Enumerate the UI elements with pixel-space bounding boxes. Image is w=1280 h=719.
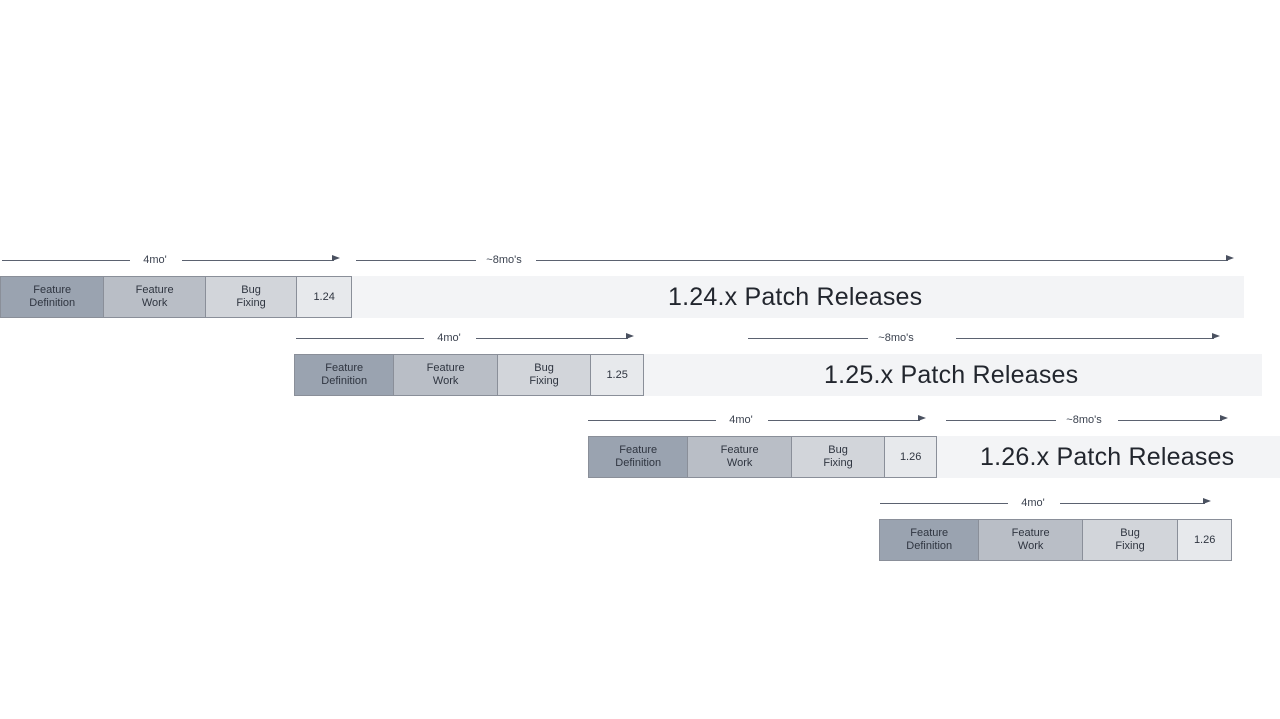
phase-label-line2: Work: [141, 297, 168, 309]
phase-feature-work[interactable]: Feature Work: [394, 355, 498, 395]
rail-segment-left: [588, 420, 716, 421]
phase-label-line1: Feature: [619, 444, 658, 456]
phase-feature-definition[interactable]: Feature Definition: [1, 277, 105, 317]
phase-bug-fixing[interactable]: Bug Fixing: [497, 355, 592, 395]
phase-feature-work[interactable]: Feature Work: [688, 437, 792, 477]
release-row-124: 4mo' ~8mo's 1.24.x Patch Releases Featur…: [0, 252, 1280, 322]
version-label: 1.26: [899, 450, 922, 463]
phase-label-line2: Work: [1017, 540, 1044, 552]
arrow-head-icon: [1203, 498, 1211, 504]
rail-segment-right: [768, 420, 920, 421]
dev-duration-label: 4mo': [437, 332, 461, 344]
patch-duration-rail-126: ~8mo's: [946, 412, 1238, 428]
phase-strip-127: Feature Definition Feature Work Bug Fixi…: [879, 519, 1232, 561]
patch-duration-label: ~8mo's: [486, 254, 522, 266]
phase-label-line2: Definition: [906, 540, 953, 552]
version-label: 1.25: [606, 368, 628, 381]
phase-label-line2: Definition: [321, 375, 368, 387]
rail-segment-left: [946, 420, 1056, 421]
rail-segment-right: [956, 338, 1214, 339]
release-row-126: 4mo' ~8mo's 1.26.x Patch Releases Featur…: [0, 412, 1280, 482]
dev-duration-label: 4mo': [143, 254, 167, 266]
rail-segment-left: [748, 338, 868, 339]
patch-duration-label: ~8mo's: [878, 332, 914, 344]
phase-label-line1: Feature: [135, 284, 174, 296]
dev-duration-rail-126: 4mo': [588, 412, 928, 428]
phase-label-line1: Feature: [910, 527, 949, 539]
phase-label-line1: Bug: [534, 362, 554, 374]
phase-strip-124: Feature Definition Feature Work Bug Fixi…: [0, 276, 352, 318]
phase-label-line1: Bug: [828, 444, 848, 456]
phase-bug-fixing[interactable]: Bug Fixing: [791, 437, 886, 477]
dev-duration-rail-124: 4mo': [2, 252, 342, 268]
phase-version-marker[interactable]: 1.25: [591, 355, 643, 395]
dev-duration-label: 4mo': [729, 414, 753, 426]
phase-label-line2: Fixing: [823, 457, 853, 469]
phase-version-marker[interactable]: 1.26: [885, 437, 936, 477]
patch-release-label: 1.26.x Patch Releases: [980, 443, 1235, 471]
phase-bug-fixing[interactable]: Bug Fixing: [1082, 520, 1179, 560]
phase-strip-126: Feature Definition Feature Work Bug Fixi…: [588, 436, 937, 478]
patch-release-label: 1.24.x Patch Releases: [668, 283, 923, 311]
rail-segment-right: [476, 338, 628, 339]
arrow-head-icon: [332, 255, 340, 261]
phase-label-line2: Fixing: [1115, 540, 1145, 552]
arrow-head-icon: [1226, 255, 1234, 261]
arrow-head-icon: [626, 333, 634, 339]
phase-feature-definition[interactable]: Feature Definition: [589, 437, 689, 477]
phase-label-line2: Work: [726, 457, 753, 469]
rail-segment-right: [536, 260, 1228, 261]
phase-label-line2: Fixing: [236, 297, 266, 309]
phase-label-line1: Feature: [426, 362, 465, 374]
phase-label-line1: Bug: [1120, 527, 1140, 539]
version-label: 1.26: [1193, 533, 1216, 546]
phase-version-marker[interactable]: 1.24: [297, 277, 351, 317]
phase-label-line1: Bug: [241, 284, 261, 296]
phase-feature-definition[interactable]: Feature Definition: [295, 355, 395, 395]
release-row-125: 4mo' ~8mo's 1.25.x Patch Releases Featur…: [0, 330, 1280, 400]
phase-strip-125: Feature Definition Feature Work Bug Fixi…: [294, 354, 644, 396]
phase-label-line1: Feature: [33, 284, 72, 296]
patch-release-label: 1.25.x Patch Releases: [824, 361, 1079, 389]
arrow-head-icon: [1220, 415, 1228, 421]
version-label: 1.24: [313, 290, 335, 303]
patch-duration-rail-125: ~8mo's: [748, 330, 1238, 346]
phase-version-marker[interactable]: 1.26: [1178, 520, 1231, 560]
phase-bug-fixing[interactable]: Bug Fixing: [205, 277, 298, 317]
phase-label-line2: Fixing: [529, 375, 559, 387]
phase-feature-definition[interactable]: Feature Definition: [880, 520, 980, 560]
rail-segment-right: [182, 260, 334, 261]
phase-label-line1: Feature: [720, 444, 759, 456]
arrow-head-icon: [918, 415, 926, 421]
phase-feature-work[interactable]: Feature Work: [979, 520, 1083, 560]
dev-duration-rail-125: 4mo': [296, 330, 636, 346]
rail-segment-left: [880, 503, 1008, 504]
rail-segment-left: [2, 260, 130, 261]
phase-label-line2: Definition: [615, 457, 662, 469]
arrow-head-icon: [1212, 333, 1220, 339]
patch-duration-label: ~8mo's: [1066, 414, 1102, 426]
phase-label-line1: Feature: [1011, 527, 1050, 539]
rail-segment-right: [1060, 503, 1205, 504]
patch-duration-rail-124: ~8mo's: [356, 252, 1246, 268]
phase-feature-work[interactable]: Feature Work: [104, 277, 206, 317]
dev-duration-label: 4mo': [1021, 497, 1045, 509]
rail-segment-right: [1118, 420, 1222, 421]
dev-duration-rail-127: 4mo': [880, 495, 1220, 511]
release-row-127: 4mo' Feature Definition Feature Work Bug…: [0, 495, 1280, 565]
rail-segment-left: [296, 338, 424, 339]
phase-label-line2: Definition: [29, 297, 76, 309]
phase-label-line1: Feature: [325, 362, 364, 374]
phase-label-line2: Work: [432, 375, 459, 387]
rail-segment-left: [356, 260, 476, 261]
